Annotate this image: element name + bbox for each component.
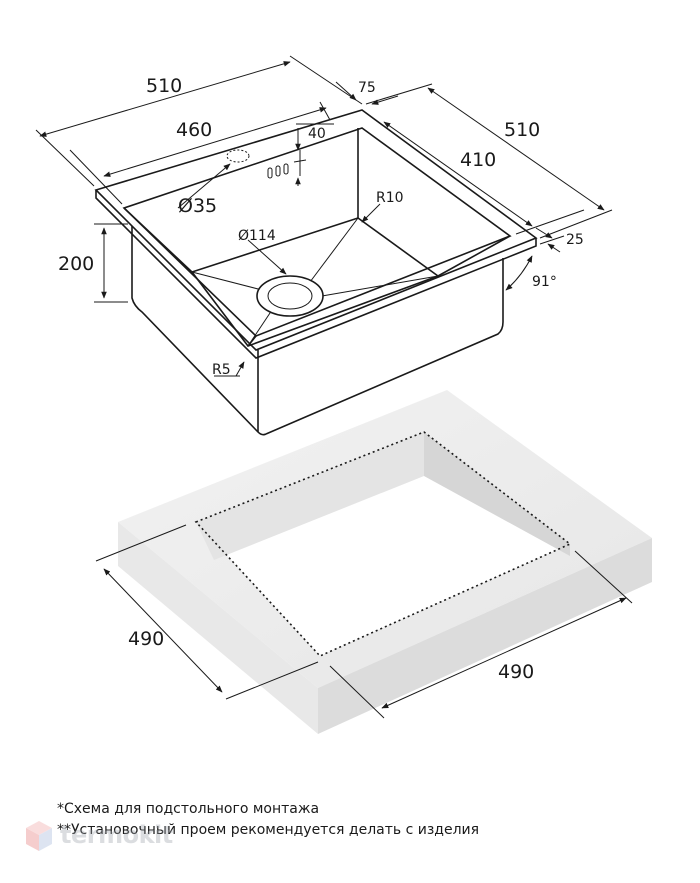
drain-outer	[256, 275, 324, 317]
dim-line-cutout-left	[103, 568, 223, 693]
dim-overall-width: 510	[146, 75, 182, 97]
dim-rim-height: 25	[566, 232, 584, 248]
cutout-inner-left-wall	[196, 432, 424, 560]
note-mounting-scheme: *Схема для подстольного монтажа	[57, 801, 320, 817]
watermark-cube-icon	[26, 821, 52, 851]
sink-bowl-left-wall	[131, 226, 267, 436]
dim-line-510-top	[39, 61, 291, 137]
watermark: termokit	[24, 815, 204, 865]
dim-drain-diameter: Ø114	[238, 228, 276, 244]
cutout-dimensions	[95, 524, 633, 719]
angle-arc-91	[505, 255, 533, 291]
dim-bowl-depth: 200	[58, 253, 94, 275]
cutout-front-dimension: 490	[498, 661, 534, 683]
dim-rear-ledge: 75	[358, 80, 376, 96]
sink-bowl-right-wall	[265, 258, 504, 435]
dim-inner-corner-radius: R10	[376, 190, 404, 206]
cutout-inner-back-wall	[424, 432, 570, 556]
drain-inner	[267, 282, 313, 310]
dim-line-410	[383, 121, 533, 227]
dim-inner-width: 460	[176, 119, 212, 141]
dim-wall-angle: 91°	[532, 274, 557, 290]
countertop	[118, 390, 652, 734]
dim-line-cutout-front	[381, 597, 627, 709]
dim-line-460	[103, 107, 327, 177]
note-cutout-recommendation: **Установочный проем рекомендуется делат…	[57, 822, 480, 838]
dim-outer-radius: R5	[212, 362, 231, 378]
sink-dimension-lines	[35, 55, 613, 377]
cutout-left-dimension: 490	[128, 628, 164, 650]
dim-inner-depth: 410	[460, 149, 496, 171]
dim-tap-hole-diameter: Ø35	[178, 195, 217, 217]
dim-overall-depth: 510	[504, 119, 540, 141]
sink-flange-outer	[94, 109, 538, 351]
watermark-text: termokit	[60, 821, 173, 849]
dim-tap-offset: 40	[308, 126, 326, 142]
